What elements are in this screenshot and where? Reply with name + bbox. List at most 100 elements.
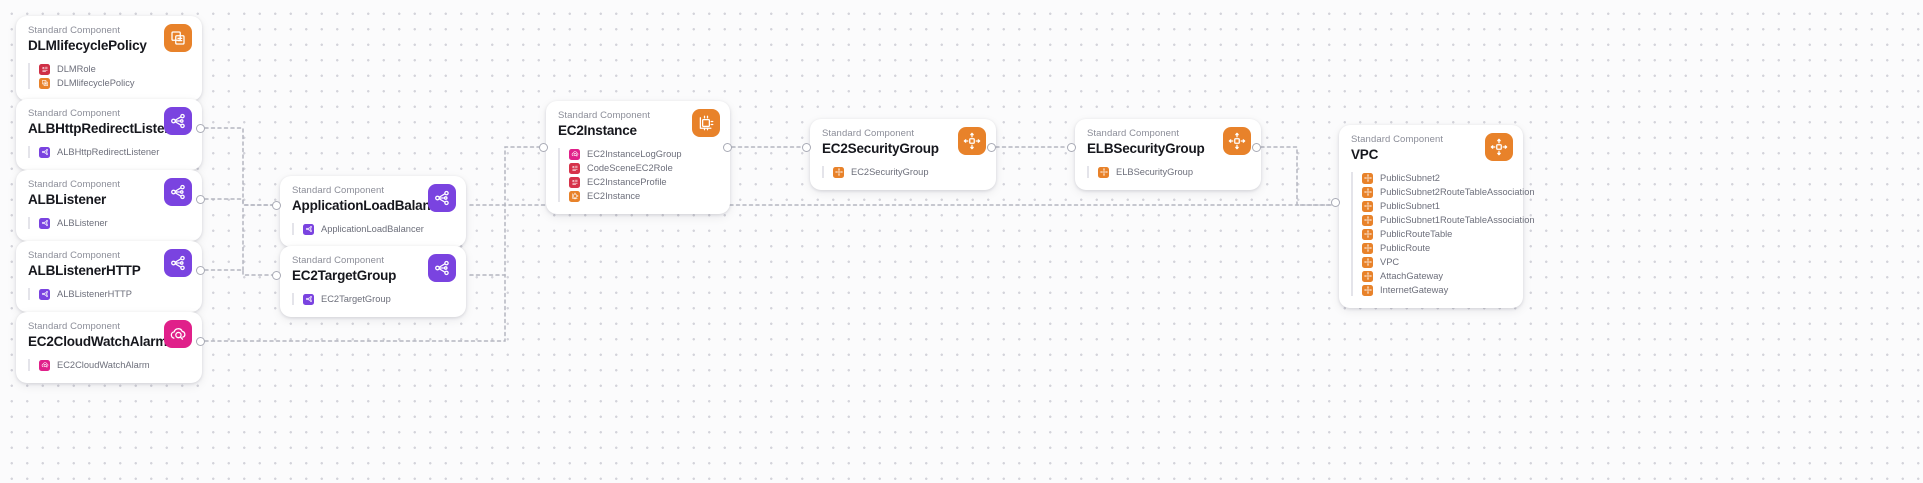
resource-item[interactable]: ALBListener [39,217,190,229]
port-ec2instance-in[interactable] [538,142,548,152]
resource-item[interactable]: ALBListenerHTTP [39,288,190,300]
resource-label: PublicRouteTable [1380,228,1453,239]
node-kicker: Standard Component [28,179,121,190]
resource-label: VPC [1380,256,1400,267]
load-balancer-icon [39,288,50,300]
node-title: EC2SecurityGroup [822,141,939,156]
resource-item[interactable]: VPC [1362,256,1511,268]
node-title: VPC [1351,147,1379,162]
resource-item[interactable]: PublicSubnet1 [1362,200,1511,212]
resource-list: ALBListenerHTTP [28,288,190,300]
vpc-icon [1485,133,1513,161]
resource-label: EC2SecurityGroup [851,166,929,177]
port-ec2securitygroup-out[interactable] [986,142,996,152]
cloudwatch-alarm-icon [39,359,50,371]
resource-item[interactable]: EC2Instance [569,190,718,202]
resource-item[interactable]: EC2InstanceLogGroup [569,148,718,160]
iam-role-icon [569,176,580,188]
resource-list: EC2CloudWatchAlarm [28,359,190,371]
resource-item[interactable]: PublicSubnet2 [1362,172,1511,184]
resource-label: DLMlifecyclePolicy [57,77,135,88]
vpc-subnet-icon [1362,284,1373,296]
resource-label: InternetGateway [1380,284,1449,295]
node-title: EC2Instance [558,123,637,138]
port-ec2instance-out[interactable] [722,142,732,152]
resource-list: EC2TargetGroup [292,293,454,305]
security-group-icon [958,127,986,155]
port-albhttpredirect-out[interactable] [195,123,205,133]
cloudwatch-alarm-icon [164,320,192,348]
resource-item[interactable]: ApplicationLoadBalancer [303,223,454,235]
node-kicker: Standard Component [28,108,121,119]
resource-item[interactable]: DLMRole [39,63,190,75]
resource-label: PublicSubnet1 [1380,200,1440,211]
ec2-instance-icon [692,109,720,137]
port-elbsecuritygroup-in[interactable] [1066,142,1076,152]
resource-item[interactable]: PublicRoute [1362,242,1511,254]
resource-item[interactable]: CodeSceneEC2Role [569,162,718,174]
resource-item[interactable]: DLMlifecyclePolicy [39,77,190,89]
resource-item[interactable]: EC2SecurityGroup [833,166,984,178]
vpc-subnet-icon [1362,172,1373,184]
resource-item[interactable]: ALBHttpRedirectListener [39,146,190,158]
port-alblistener-out[interactable] [195,194,205,204]
resource-label: PublicSubnet1RouteTableAssociation [1380,214,1535,225]
load-balancer-icon [303,223,314,235]
resource-item[interactable]: AttachGateway [1362,270,1511,282]
security-group-icon [833,166,844,178]
resource-item[interactable]: EC2CloudWatchAlarm [39,359,190,371]
node-kicker: Standard Component [28,321,121,332]
resource-item[interactable]: InternetGateway [1362,284,1511,296]
resource-item[interactable]: PublicRouteTable [1362,228,1511,240]
port-elbsecuritygroup-out[interactable] [1251,142,1261,152]
node-kicker: Standard Component [292,255,385,266]
resource-label: ApplicationLoadBalancer [321,223,424,234]
resource-label: ELBSecurityGroup [1116,166,1193,177]
port-ec2targetgroup-in[interactable] [271,270,281,280]
vpc-subnet-icon [1362,270,1373,282]
port-ec2securitygroup-in[interactable] [801,142,811,152]
port-applicationloadbalancer-in[interactable] [271,200,281,210]
resource-list: EC2SecurityGroup [822,166,984,178]
resource-item[interactable]: EC2TargetGroup [303,293,454,305]
port-vpc-in[interactable] [1330,197,1340,207]
vpc-subnet-icon [1362,242,1373,254]
resource-label: EC2Instance [587,190,641,201]
resource-item[interactable]: PublicSubnet2RouteTableAssociation [1362,186,1535,198]
port-ec2cloudwatchalarm-out[interactable] [195,336,205,346]
dlm-policy-icon [39,77,50,89]
resource-item[interactable]: ELBSecurityGroup [1098,166,1249,178]
resource-item[interactable]: EC2InstanceProfile [569,176,718,188]
resource-label: ALBListenerHTTP [57,288,132,299]
load-balancer-icon [303,293,314,305]
resource-label: CodeSceneEC2Role [587,162,673,173]
resource-item[interactable]: PublicSubnet1RouteTableAssociation [1362,214,1535,226]
dlm-lifecycle-icon [164,24,192,52]
resource-label: EC2TargetGroup [321,293,391,304]
ec2-instance-icon [569,190,580,202]
resource-list: ELBSecurityGroup [1087,166,1249,178]
port-alblistenerhttp-out[interactable] [195,265,205,275]
